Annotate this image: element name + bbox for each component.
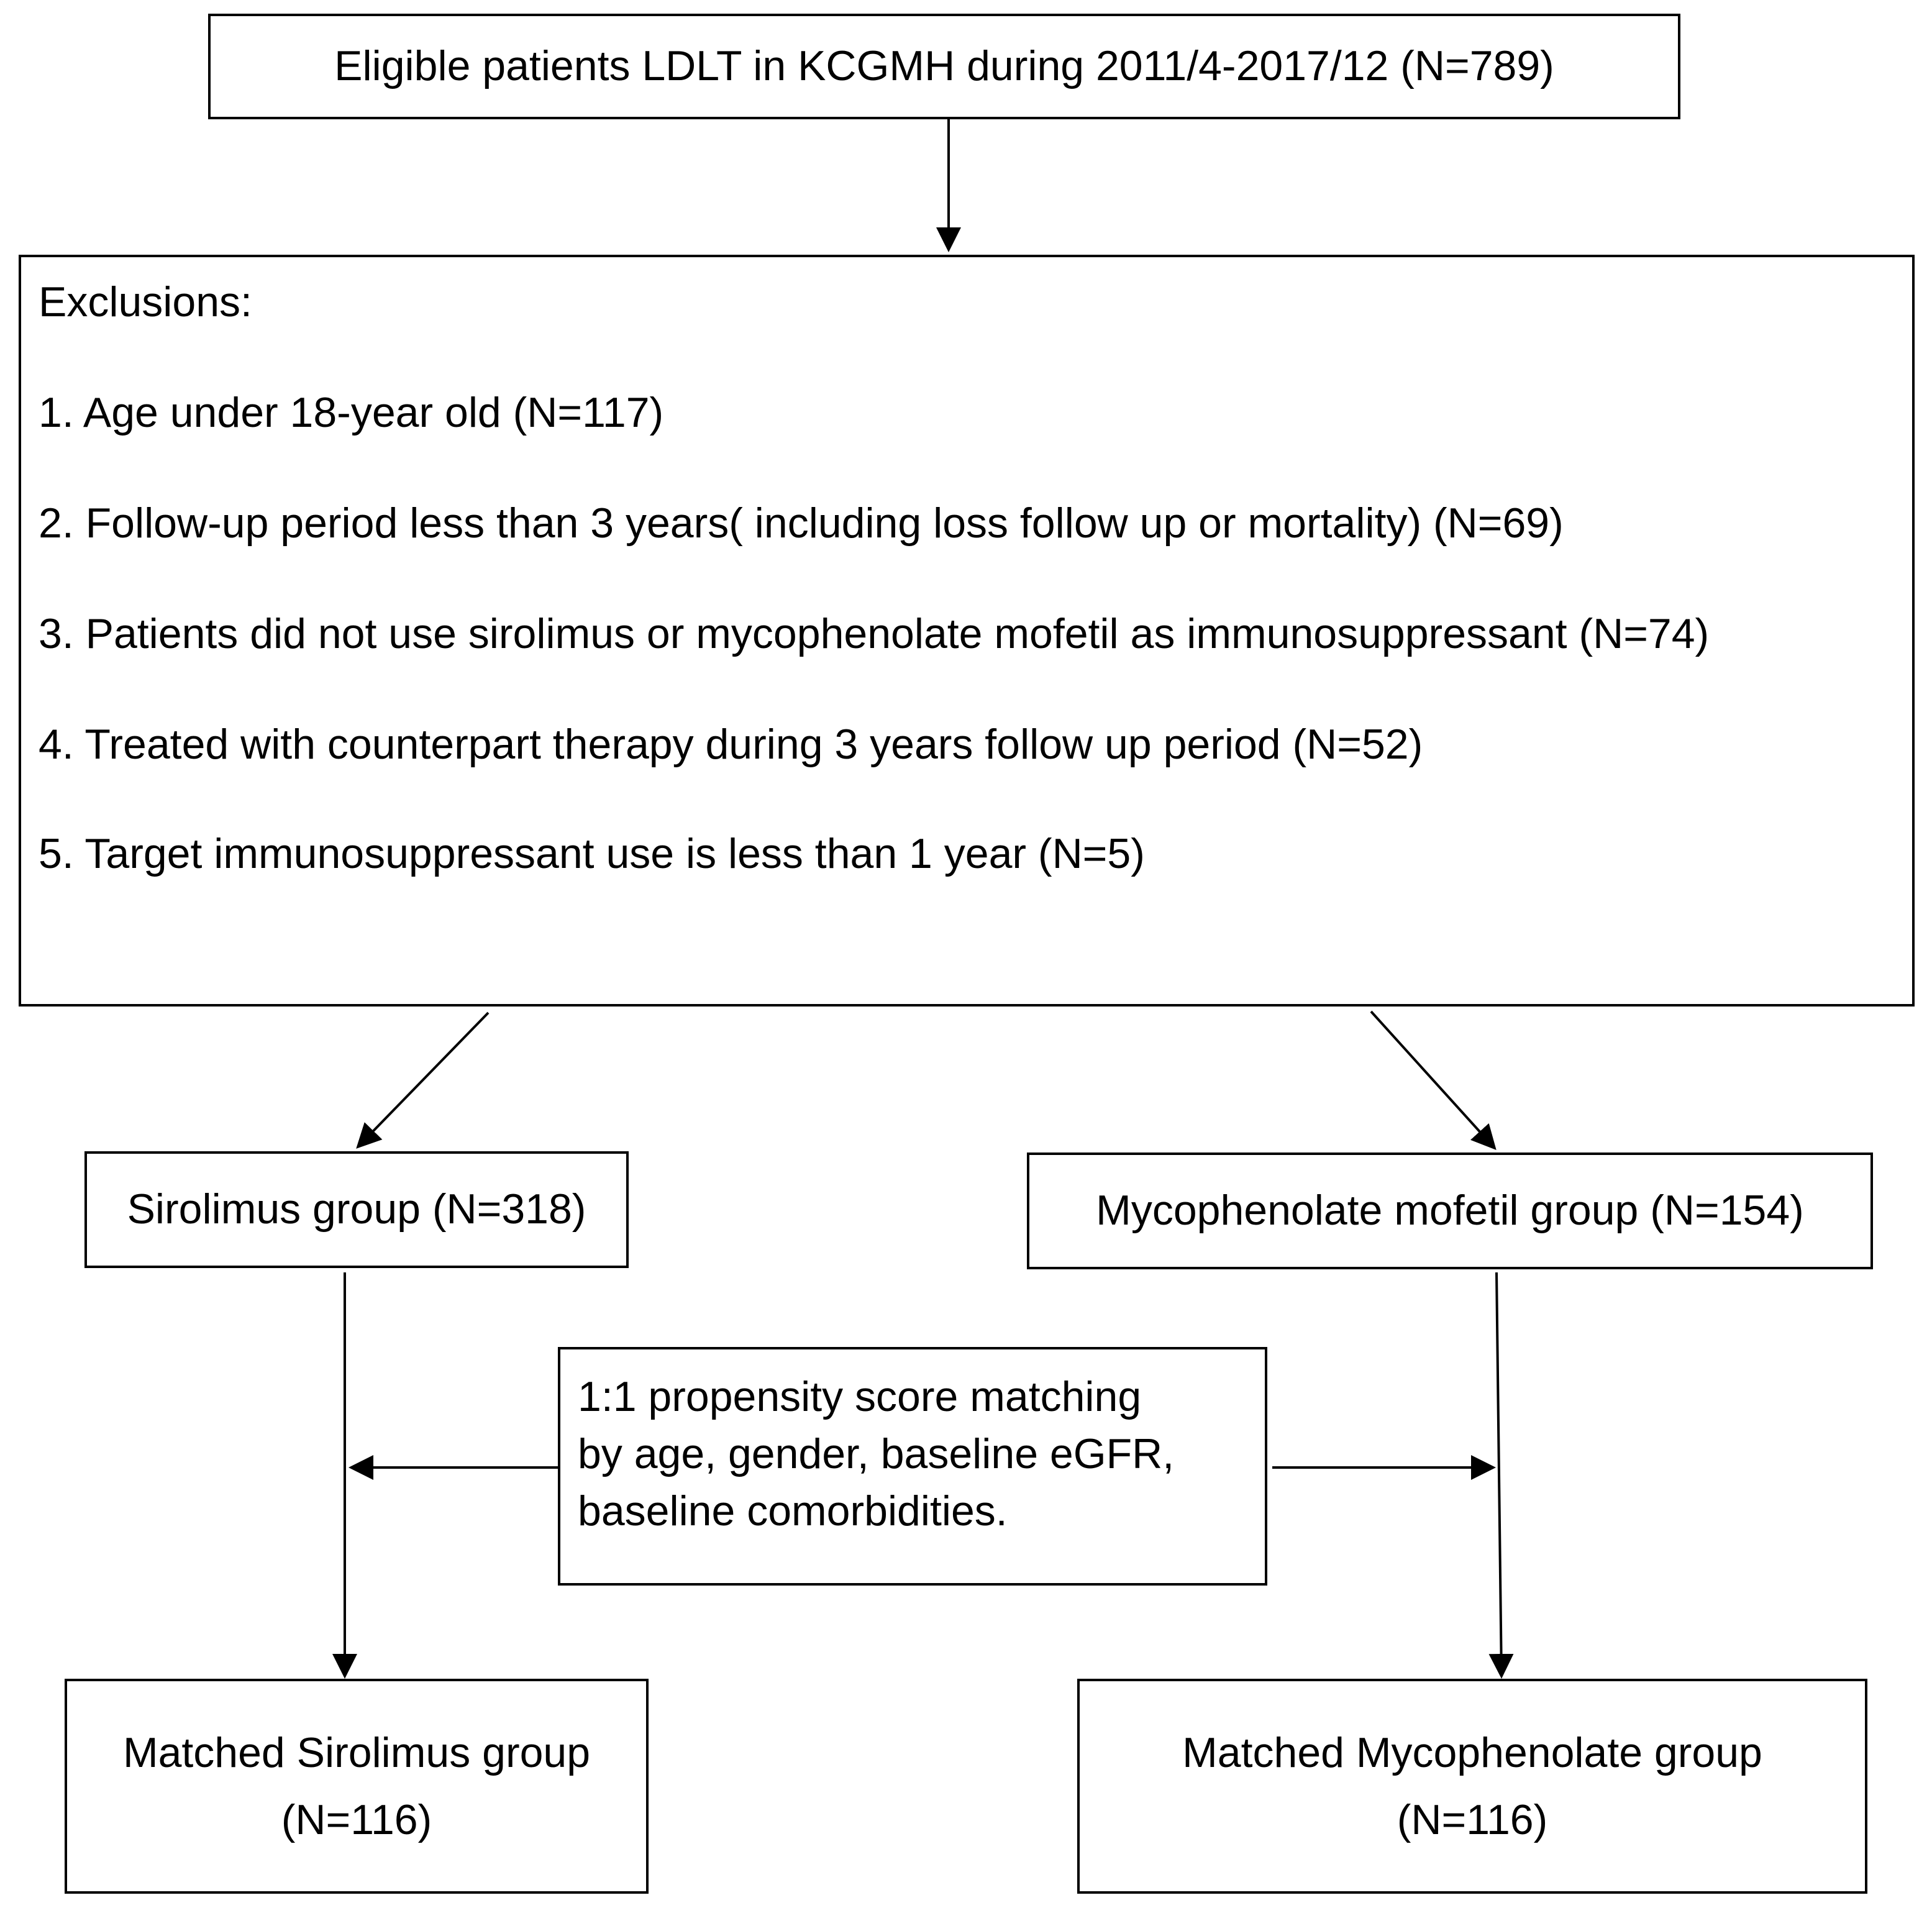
matched-mycophenolate-count: (N=116): [1397, 1796, 1548, 1843]
matching-line-3: baseline comorbidities.: [578, 1487, 1008, 1535]
exclusion-item-2: 2. Follow-up period less than 3 years( i…: [39, 500, 1564, 547]
matched-sirolimus-box: Matched Sirolimus group (N=116): [65, 1679, 649, 1894]
arrow-exclusions-to-mycophenolate: [1370, 1010, 1497, 1150]
matching-line-1: 1:1 propensity score matching: [578, 1373, 1142, 1420]
matched-mycophenolate-title: Matched Mycophenolate group: [1182, 1729, 1762, 1776]
arrow-mycophenolate-to-matched: [1488, 1272, 1514, 1679]
matched-sirolimus-title: Matched Sirolimus group: [122, 1729, 591, 1776]
mycophenolate-group-text: Mycophenolate mofetil group (N=154): [1096, 1187, 1804, 1235]
exclusions-heading: Exclusions:: [39, 278, 252, 326]
arrow-exclusions-to-sirolimus: [356, 1011, 490, 1149]
exclusion-item-1: 1. Age under 18-year old (N=117): [39, 389, 664, 436]
exclusion-item-5: 5. Target immunosuppressant use is less …: [39, 830, 1145, 877]
propensity-matching-box: 1:1 propensity score matching by age, ge…: [558, 1347, 1267, 1586]
eligible-patients-box: Eligible patients LDLT in KCGMH during 2…: [208, 14, 1680, 119]
exclusion-item-4: 4. Treated with counterpart therapy duri…: [39, 721, 1423, 768]
sirolimus-group-text: Sirolimus group (N=318): [127, 1185, 586, 1233]
matched-mycophenolate-box: Matched Mycophenolate group (N=116): [1077, 1679, 1867, 1894]
mycophenolate-group-box: Mycophenolate mofetil group (N=154): [1027, 1153, 1873, 1269]
eligible-patients-text: Eligible patients LDLT in KCGMH during 2…: [334, 42, 1554, 90]
matching-line-2: by age, gender, baseline eGFR,: [578, 1430, 1175, 1477]
sirolimus-group-box: Sirolimus group (N=318): [84, 1151, 629, 1268]
exclusion-item-3: 3. Patients did not use sirolimus or myc…: [39, 610, 1710, 657]
exclusions-box: Exclusions: 1. Age under 18-year old (N=…: [19, 255, 1915, 1006]
matched-sirolimus-count: (N=116): [281, 1796, 432, 1843]
